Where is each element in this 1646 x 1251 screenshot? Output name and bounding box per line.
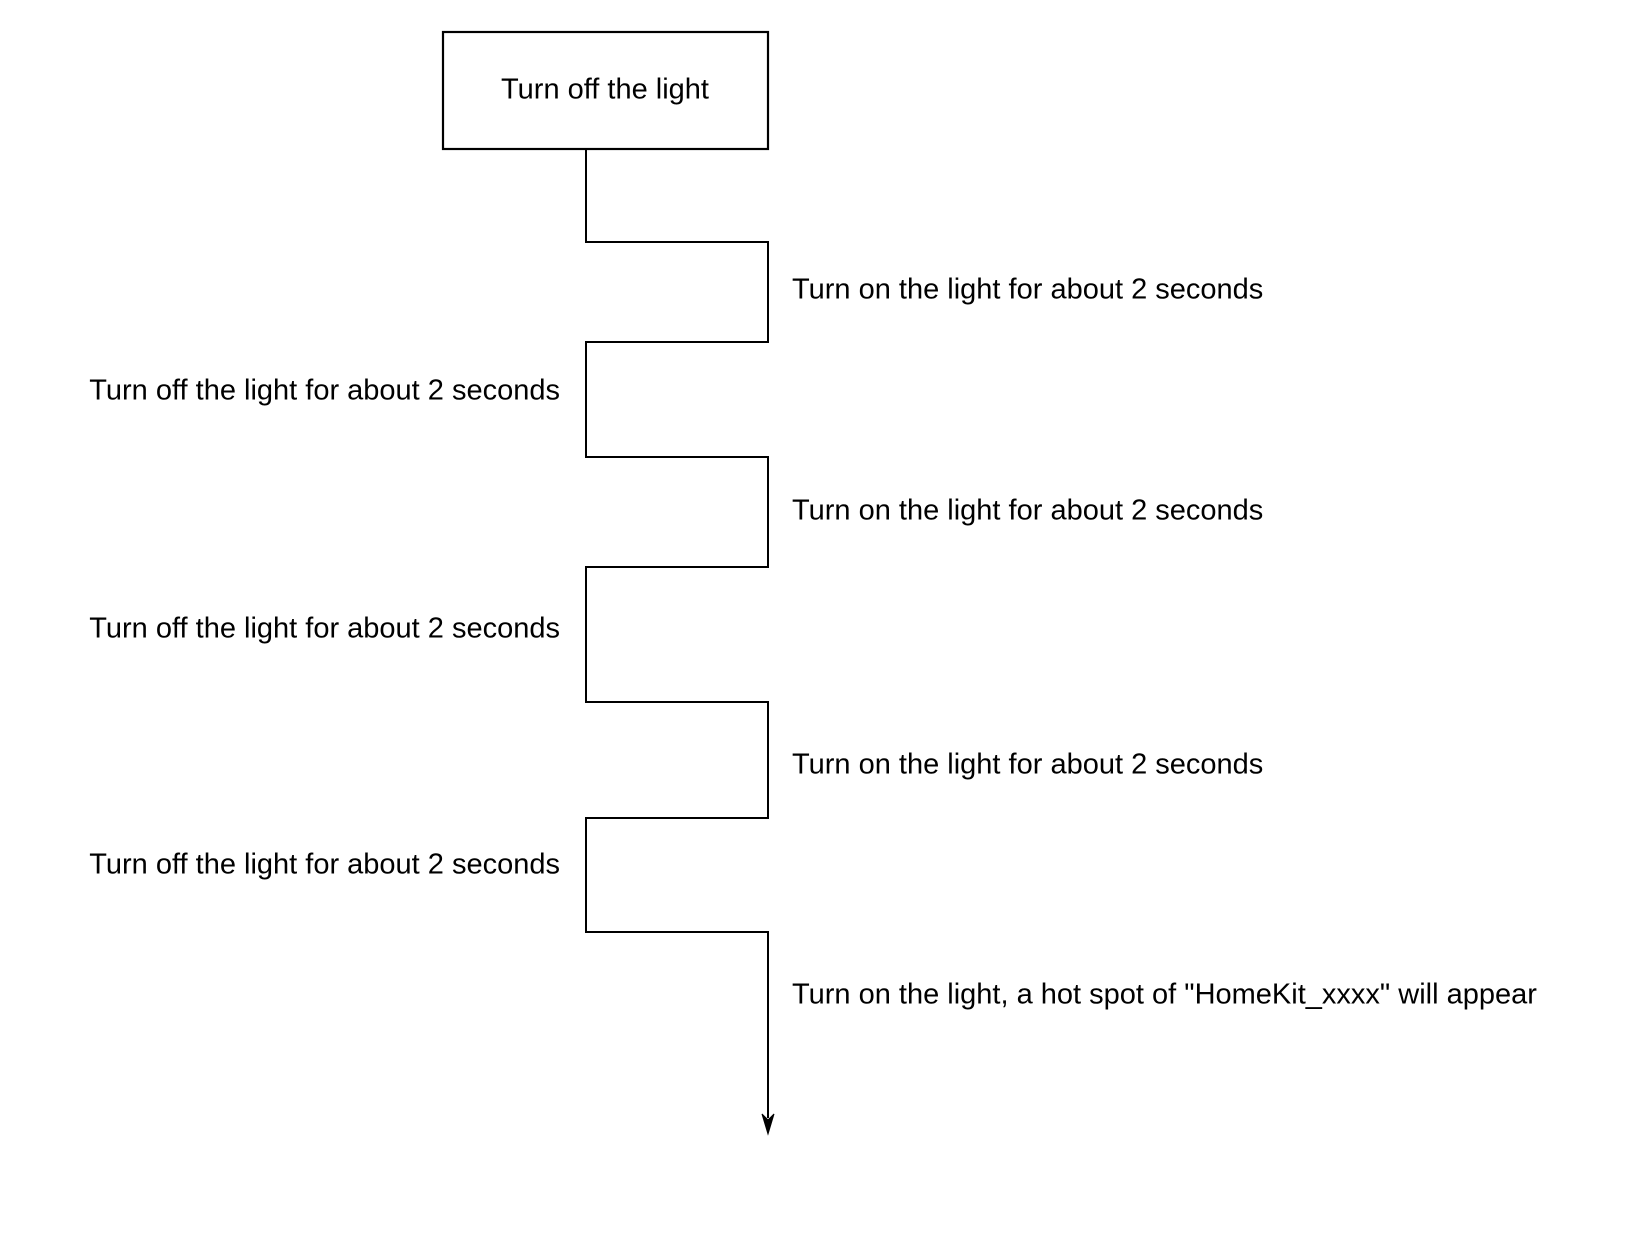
step-label-on-3: Turn on the light for about 2 seconds bbox=[792, 749, 1263, 781]
step-label-off-3: Turn off the light for about 2 seconds bbox=[89, 849, 560, 881]
start-box bbox=[441, 30, 770, 151]
step-label-on-1: Turn on the light for about 2 seconds bbox=[792, 274, 1263, 306]
step-label-off-1: Turn off the light for about 2 seconds bbox=[89, 375, 560, 407]
step-label-on-2: Turn on the light for about 2 seconds bbox=[792, 495, 1263, 527]
step-label-final: Turn on the light, a hot spot of "HomeKi… bbox=[792, 979, 1537, 1011]
start-box-label: Turn off the light bbox=[501, 74, 709, 106]
signal-wave-path bbox=[585, 149, 769, 1118]
arrowhead-icon bbox=[761, 1113, 775, 1136]
step-label-off-2: Turn off the light for about 2 seconds bbox=[89, 613, 560, 645]
